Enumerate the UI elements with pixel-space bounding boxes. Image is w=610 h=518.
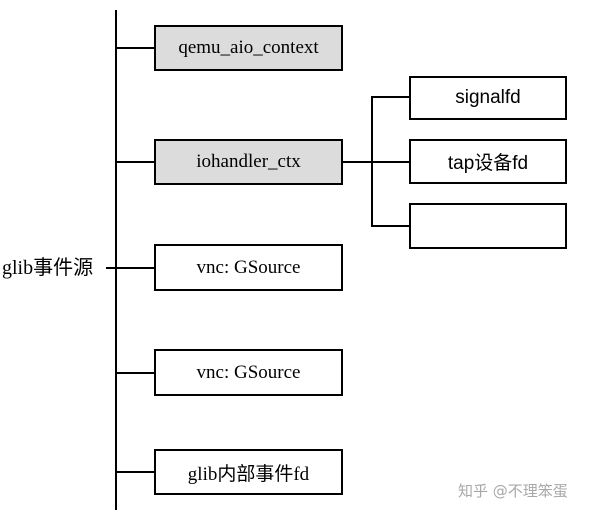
source-box-vnc-gsource-2: vnc: GSource <box>154 349 343 396</box>
main-trunk-line <box>115 10 117 510</box>
connector-root-to-trunk <box>106 267 117 269</box>
source-box-iohandler-ctx: iohandler_ctx <box>154 139 343 185</box>
connector-child-tap-fd <box>371 161 410 163</box>
source-box-glib-internal-event-fd: glib内部事件fd <box>154 449 343 495</box>
connector-source-5 <box>115 471 155 473</box>
watermark-text: 知乎 @不理笨蛋 <box>458 482 568 500</box>
connector-source-3 <box>115 267 155 269</box>
connector-source-2 <box>115 161 155 163</box>
connector-child-signalfd <box>371 96 410 98</box>
root-label-glib-event-sources: glib事件源 <box>2 257 94 279</box>
connector-source-1 <box>115 47 155 49</box>
child-box-tap-device-fd: tap设备fd <box>409 139 567 184</box>
connector-child-empty <box>371 225 410 227</box>
connector-iohandler-to-branch <box>342 161 373 163</box>
connector-source-4 <box>115 372 155 374</box>
child-box-signalfd: signalfd <box>409 76 567 120</box>
source-box-vnc-gsource-1: vnc: GSource <box>154 244 343 291</box>
child-box-empty <box>409 203 567 249</box>
source-box-qemu-aio-context: qemu_aio_context <box>154 25 343 71</box>
